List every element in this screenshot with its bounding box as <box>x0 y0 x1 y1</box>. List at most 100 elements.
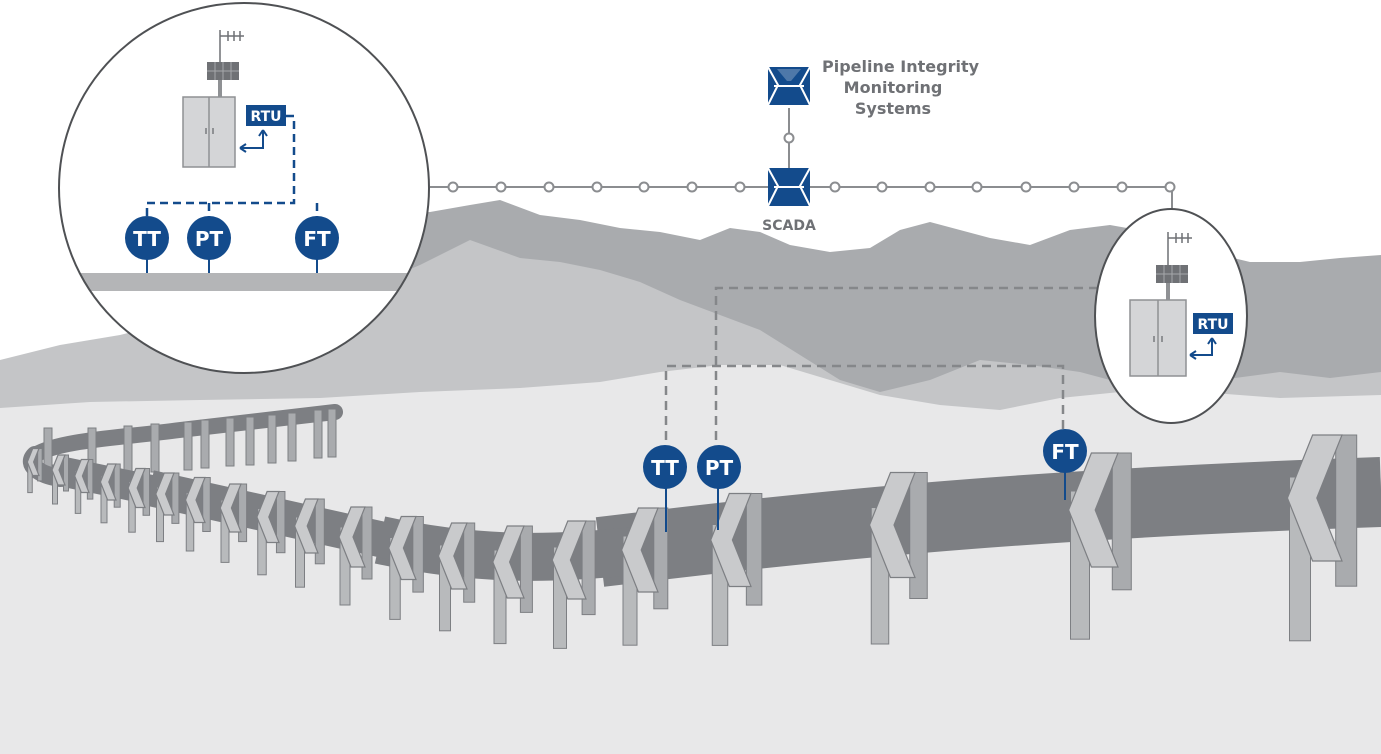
pipe-support <box>202 477 211 532</box>
network-node <box>734 181 746 193</box>
network-node <box>1164 181 1176 193</box>
network-node <box>638 181 650 193</box>
svg-text:RTU: RTU <box>250 109 281 125</box>
pressure-transmitter: PT <box>187 216 231 260</box>
integrity-server-icon <box>767 66 811 106</box>
pipe-clamp <box>492 525 525 599</box>
pipe-clamp <box>293 498 319 554</box>
pipe-clamp <box>620 507 659 593</box>
network-node <box>495 181 507 193</box>
field-wiring <box>664 286 1098 455</box>
pipe-support <box>653 507 669 610</box>
pipe-support <box>412 516 424 593</box>
pipe-support <box>313 409 323 459</box>
pipe-clamp <box>868 471 916 579</box>
pipe-clamp <box>388 515 417 581</box>
svg-text:TT: TT <box>133 227 161 251</box>
pipe-support <box>171 472 180 524</box>
network-node <box>1116 181 1128 193</box>
pipe-clamp <box>184 476 206 524</box>
pipe-support <box>63 454 69 492</box>
pipe-support <box>519 525 533 613</box>
svg-text:PT: PT <box>705 456 734 480</box>
svg-text:TT: TT <box>651 456 679 480</box>
pipe-support <box>581 520 596 616</box>
svg-text:FT: FT <box>1051 440 1079 464</box>
temperature-transmitter: TT <box>125 216 169 260</box>
network-node <box>971 181 983 193</box>
scada-server-icon <box>767 167 811 207</box>
rtu-station-callout: RTU <box>1094 208 1248 424</box>
pipe-support <box>200 419 210 469</box>
pipe-support <box>150 423 160 473</box>
pipe-support <box>1111 452 1132 591</box>
pipe-support <box>225 417 235 467</box>
pipe-support <box>1335 434 1358 587</box>
pipe-clamp <box>256 490 280 544</box>
network-node <box>829 181 841 193</box>
solar-panel-icon <box>207 62 239 80</box>
scada-label: SCADA <box>762 218 816 234</box>
flow-transmitter: FT <box>295 216 339 260</box>
pipe-clamp <box>1067 452 1119 568</box>
pipe-support <box>745 493 763 606</box>
pipe-clamp <box>51 454 66 486</box>
pipe-support <box>275 491 286 554</box>
pipe-support <box>113 463 121 508</box>
pipe-support <box>37 448 43 482</box>
temperature-transmitter: TT <box>643 445 687 489</box>
svg-text:RTU: RTU <box>1197 317 1228 333</box>
pipe-clamp <box>551 520 587 600</box>
pipe-support <box>183 421 193 471</box>
pipe-support <box>314 498 325 565</box>
network-nodes <box>447 181 1176 193</box>
system-title-line-1: Pipeline Integrity <box>822 57 980 76</box>
pipe-support <box>909 472 928 599</box>
solar-panel-icon <box>1156 265 1188 283</box>
antenna-icon <box>219 30 244 62</box>
rtu-box <box>1193 313 1233 334</box>
pipe-support <box>267 414 277 464</box>
network-node <box>1068 181 1080 193</box>
network-node <box>876 181 888 193</box>
system-title-line-2: Monitoring <box>844 78 943 97</box>
pipe-support <box>238 483 248 543</box>
pipe-support <box>142 468 151 516</box>
pipe-clamp <box>26 447 40 477</box>
network-node <box>591 181 603 193</box>
network-node <box>447 181 459 193</box>
pipe-clamp <box>710 492 752 588</box>
flow-transmitter: FT <box>1043 429 1087 473</box>
system-title-line-3: Systems <box>855 99 931 118</box>
pipe-clamp <box>127 467 146 509</box>
pipe-support <box>123 425 133 475</box>
pipe-support <box>361 506 373 580</box>
detail-callout: RTU TT PT FT <box>58 2 430 374</box>
rtu-box <box>246 105 286 126</box>
network-node <box>1020 181 1032 193</box>
pipe-support <box>245 416 255 466</box>
pipe-clamp <box>437 522 468 590</box>
detail-ground <box>59 273 429 291</box>
pipe-clamp <box>1286 434 1343 562</box>
pipe-support <box>287 412 297 462</box>
network-node <box>543 181 555 193</box>
pipeline <box>22 404 1381 649</box>
network-node <box>686 181 698 193</box>
pipe-clamp <box>338 506 366 568</box>
pipe-clamp <box>155 472 175 516</box>
svg-text:FT: FT <box>303 227 331 251</box>
pipe-clamp <box>74 458 90 494</box>
pipe-support <box>463 522 476 603</box>
pipe-clamp <box>219 483 242 533</box>
pipe-segment <box>27 404 343 463</box>
pipe-support <box>86 459 94 500</box>
pipe-clamp <box>99 463 117 501</box>
antenna-icon <box>1167 232 1192 265</box>
network-node <box>783 132 795 144</box>
pressure-transmitter: PT <box>697 445 741 489</box>
svg-text:PT: PT <box>195 227 224 251</box>
network-node <box>924 181 936 193</box>
mountain-front <box>0 240 1381 430</box>
